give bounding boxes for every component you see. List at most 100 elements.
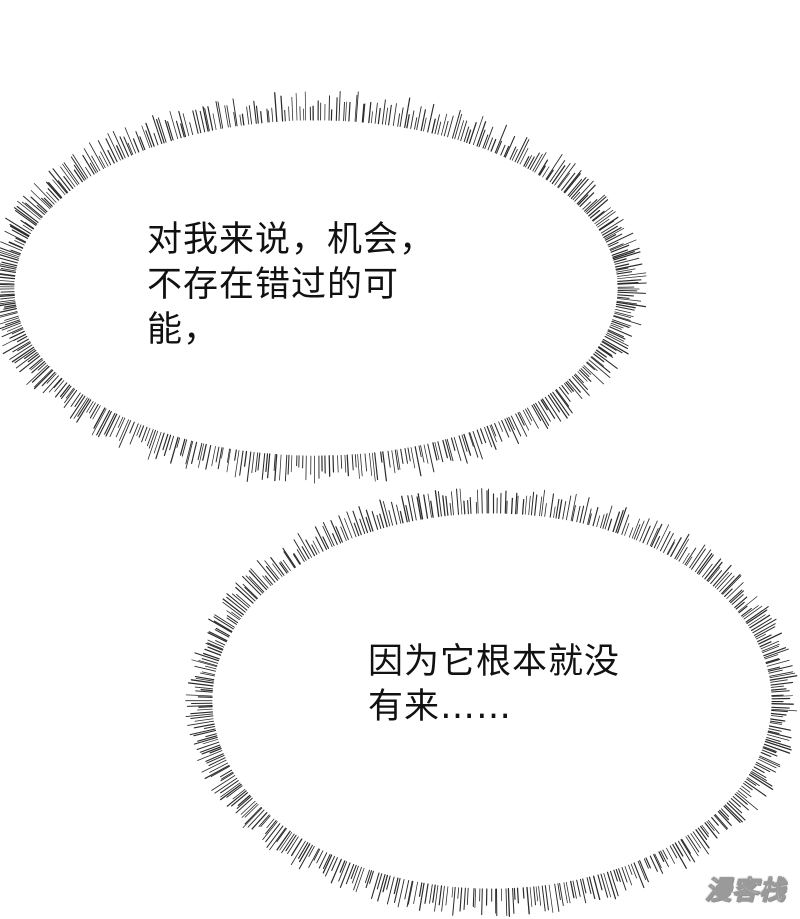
burst-line	[376, 873, 383, 890]
burst-line	[145, 122, 155, 147]
burst-line	[604, 505, 613, 530]
burst-line	[0, 273, 16, 277]
burst-line	[220, 782, 241, 798]
burst-line	[0, 274, 16, 277]
burst-line	[771, 695, 793, 697]
burst-line	[76, 399, 92, 423]
burst-line	[570, 493, 577, 522]
burst-line	[509, 146, 517, 160]
burst-line	[614, 263, 630, 268]
burst-line	[0, 291, 15, 293]
burst-line	[189, 122, 194, 136]
burst-line	[616, 268, 636, 273]
burst-line	[406, 880, 413, 908]
burst-line	[234, 450, 240, 478]
burst-line	[344, 454, 347, 473]
burst-line	[726, 582, 744, 599]
burst-line	[269, 827, 286, 851]
burst-line	[153, 431, 162, 454]
burst-line	[212, 113, 217, 130]
burst-line	[63, 389, 78, 409]
burst-line	[235, 582, 256, 602]
burst-line	[658, 851, 665, 862]
burst-line	[213, 616, 234, 630]
burst-line	[763, 746, 777, 752]
burst-line	[266, 818, 275, 829]
burst-line	[441, 113, 448, 136]
burst-line	[196, 741, 220, 751]
burst-line	[330, 520, 342, 544]
burst-line	[538, 159, 549, 176]
burst-line	[169, 435, 175, 451]
burst-line	[401, 495, 408, 523]
burst-line	[762, 747, 777, 754]
burst-line	[311, 544, 318, 555]
burst-line	[365, 509, 374, 532]
burst-line	[199, 672, 215, 677]
burst-line	[582, 497, 590, 524]
burst-line	[371, 111, 373, 124]
burst-line	[592, 207, 611, 222]
burst-line	[393, 878, 401, 903]
burst-line	[204, 764, 230, 780]
burst-line	[771, 690, 790, 693]
burst-line	[741, 785, 751, 793]
burst-line	[759, 755, 781, 766]
burst-line	[265, 453, 269, 472]
burst-line	[0, 312, 18, 318]
burst-line	[152, 115, 163, 145]
burst-line	[616, 272, 647, 277]
burst-line	[589, 209, 601, 219]
burst-line	[672, 843, 687, 869]
burst-line	[558, 172, 570, 189]
burst-line	[463, 500, 466, 515]
burst-line	[124, 127, 137, 154]
burst-line	[770, 712, 787, 716]
burst-line	[551, 165, 566, 185]
burst-line	[0, 269, 16, 273]
burst-line	[322, 854, 333, 874]
burst-line	[407, 447, 411, 462]
burst-line	[194, 676, 215, 681]
burst-line	[70, 156, 87, 180]
burst-line	[416, 106, 422, 131]
burst-line	[10, 249, 21, 255]
burst-line	[19, 355, 41, 373]
burst-line	[391, 450, 396, 474]
burst-line	[215, 446, 220, 463]
burst-line	[611, 249, 628, 256]
burst-line	[689, 544, 706, 569]
burst-line	[516, 139, 530, 164]
burst-line	[205, 665, 217, 670]
burst-line	[607, 330, 626, 340]
burst-line	[4, 315, 19, 321]
burst-line	[556, 389, 570, 407]
burst-line	[392, 103, 397, 127]
burst-line	[590, 356, 611, 373]
burst-line	[561, 384, 569, 395]
burst-line	[763, 648, 789, 659]
burst-line	[107, 149, 115, 164]
burst-line	[767, 734, 790, 741]
burst-line	[613, 258, 627, 263]
burst-line	[97, 140, 112, 166]
burst-line	[17, 200, 41, 220]
burst-line	[548, 884, 554, 913]
burst-line	[280, 561, 289, 573]
burst-line	[13, 207, 38, 225]
burst-line	[23, 195, 45, 215]
burst-line	[369, 870, 374, 884]
burst-line	[515, 413, 528, 437]
burst-line	[117, 416, 124, 428]
burst-line	[610, 244, 630, 253]
burst-line	[616, 300, 638, 305]
burst-line	[248, 105, 253, 125]
burst-line	[666, 539, 676, 555]
burst-line	[594, 351, 618, 369]
burst-line	[539, 165, 546, 176]
burst-line	[379, 499, 388, 528]
burst-line	[572, 880, 577, 899]
burst-line	[287, 454, 290, 475]
burst-line	[189, 728, 216, 736]
burst-line	[396, 504, 402, 524]
